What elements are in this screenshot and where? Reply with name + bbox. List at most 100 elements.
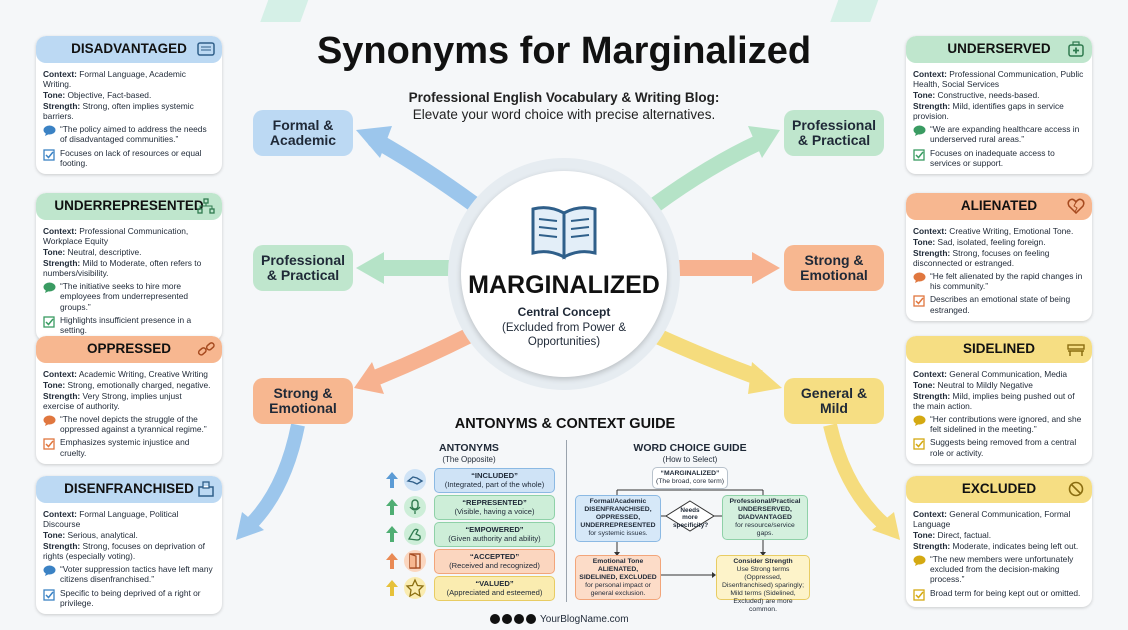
card-header: UNDERREPRESENTED	[36, 193, 222, 220]
card-header: UNDERSERVED	[906, 36, 1092, 63]
id-card-icon	[197, 42, 215, 56]
up-arrow-icon	[386, 499, 398, 515]
card-strength: Strength: Mild to Moderate, often refers…	[43, 258, 202, 279]
card-context: Context: Creative Writing, Emotional Ton…	[913, 226, 1074, 236]
card-note: Focuses on lack of resources or equal fo…	[43, 148, 215, 168]
card-title: ALIENATED	[960, 198, 1038, 214]
up-arrow-icon	[386, 580, 398, 596]
card-disenfranchised: DISENFRANCHISED Context: Formal Language…	[36, 476, 222, 614]
flow-strength-desc: Use Strong terms (Oppressed, Disenfranch…	[722, 566, 804, 614]
card-tone: Tone: Serious, analytical.	[43, 530, 138, 541]
flow-question: Needs more specificity?	[665, 500, 715, 532]
antonym-accepted: “ACCEPTED”(Received and recognized)	[385, 549, 555, 574]
card-context: Context: General Communication, Media	[913, 369, 1068, 379]
central-label: Central Concept	[517, 305, 611, 319]
card-context: Context: Formal Language, Academic Writi…	[43, 69, 186, 90]
footer-link[interactable]: YourBlogName.com	[540, 613, 629, 625]
instagram-icon[interactable]	[514, 614, 524, 624]
flow-formal-terms: DISENFRANCHISED, OPPRESSED, UNDERREPRESE…	[580, 506, 656, 530]
category-strong-right: Strong & Emotional	[784, 245, 884, 291]
tiktok-icon[interactable]	[526, 614, 536, 624]
card-note: Highlights insufficient presence in a se…	[43, 315, 215, 335]
antonyms-subheading: (The Opposite)	[442, 455, 496, 464]
antonym-word: “INCLUDED”	[471, 471, 518, 480]
card-context: Context: Professional Communication, Pub…	[913, 69, 1084, 90]
antonym-word: “REPRESENTED”	[462, 498, 527, 507]
card-underrepresented: UNDERREPRESENTED Context: Professional C…	[36, 193, 222, 341]
card-underserved: UNDERSERVED Context: Professional Commun…	[906, 36, 1092, 174]
central-description: (Excluded from Power & Opportunities)	[502, 322, 626, 349]
antonym-included: “INCLUDED”(Integrated, part of the whole…	[385, 468, 555, 493]
ballot-box-icon	[198, 481, 214, 497]
open-door-icon	[404, 550, 426, 572]
card-title: DISENFRANCHISED	[64, 481, 194, 497]
category-label: Strong & Emotional	[800, 251, 868, 283]
card-strength: Strength: Strong, focuses on deprivation…	[43, 541, 205, 562]
speech-bubble-icon	[43, 125, 56, 137]
checkbox-icon	[913, 148, 925, 161]
category-label: Strong & Emotional	[269, 384, 337, 416]
card-disadvantaged: DISADVANTAGED Context: Formal Language, …	[36, 36, 222, 174]
flow-strength-title: Consider Strength	[733, 558, 793, 565]
category-professional-left: Professional & Practical	[253, 245, 353, 291]
checkbox-icon	[913, 438, 925, 451]
antonym-description: (Given authority and ability)	[448, 534, 541, 544]
card-strength: Strength: Strong, focuses on feeling dis…	[913, 248, 1050, 269]
category-formal-academic: Formal & Academic	[253, 110, 353, 156]
card-note: Specific to being deprived of a right or…	[43, 588, 215, 608]
antonym-description: (Received and recognized)	[449, 561, 540, 571]
arrowhead	[748, 362, 782, 394]
flow-root-title: “MARGINALIZED”	[660, 470, 720, 477]
card-oppressed: OPPRESSED Context: Academic Writing, Cre…	[36, 336, 222, 464]
youtube-icon[interactable]	[490, 614, 500, 624]
card-header: ALIENATED	[906, 193, 1092, 220]
flow-prof-title: Professional/Practical	[729, 498, 801, 505]
checkbox-icon	[43, 315, 55, 328]
card-title: OPPRESSED	[86, 341, 172, 357]
arrowhead	[752, 252, 780, 284]
card-title: EXCLUDED	[961, 481, 1037, 497]
category-professional-right: Professional & Practical	[784, 110, 884, 156]
open-book-icon	[531, 206, 597, 260]
card-note: Describes an emotional state of being es…	[913, 294, 1085, 315]
card-tone: Tone: Sad, isolated, feeling foreign.	[913, 237, 1046, 248]
card-strength: Strength: Mild, implies being pushed out…	[913, 391, 1075, 412]
arrowhead	[872, 512, 900, 540]
handshake-icon	[404, 469, 426, 491]
card-example: “We are expanding healthcare access in u…	[913, 124, 1085, 144]
prohibited-icon	[1068, 481, 1084, 497]
card-context: Context: Academic Writing, Creative Writ…	[43, 369, 208, 379]
card-note: Emphasizes systemic injustice and cruelt…	[43, 437, 215, 458]
broken-chain-icon	[197, 342, 215, 356]
checkbox-icon	[913, 588, 925, 601]
card-header: DISENFRANCHISED	[36, 476, 222, 503]
card-title: DISADVANTAGED	[71, 41, 187, 57]
card-title: UNDERREPRESENTED	[54, 198, 204, 214]
card-note: Suggests being removed from a central ro…	[913, 437, 1085, 458]
divider	[566, 440, 567, 602]
card-note: Focuses on inadequate access to services…	[913, 148, 1085, 168]
category-label: Professional & Practical	[260, 251, 346, 283]
card-context: Context: General Communication, Formal L…	[913, 509, 1071, 530]
card-example: “The new members were unfortunately excl…	[913, 554, 1085, 584]
card-tone: Tone: Neutral, descriptive.	[43, 247, 142, 258]
facebook-icon[interactable]	[502, 614, 512, 624]
arrow-to-disenfranchised	[244, 423, 305, 530]
card-strength: Strength: Mild, identifies gaps in servi…	[913, 101, 1064, 122]
footer: YourBlogName.com	[490, 612, 650, 626]
speech-bubble-icon	[43, 415, 56, 427]
up-arrow-icon	[386, 526, 398, 542]
arrowhead	[354, 362, 384, 394]
antonym-represented: “REPRESENTED”(Visible, having a voice)	[385, 495, 555, 520]
flow-root: “MARGINALIZED”(The broad, core term)	[652, 467, 728, 489]
card-strength: Strength: Strong, often implies systemic…	[43, 101, 194, 122]
guide-title: ANTONYMS & CONTEXT GUIDE	[454, 416, 676, 432]
diamond-shape	[665, 500, 715, 532]
speech-bubble-icon	[43, 565, 56, 577]
arrowhead	[236, 512, 264, 540]
hierarchy-icon	[197, 198, 215, 214]
flow-emo-desc: for personal impact or general exclusion…	[585, 582, 651, 598]
